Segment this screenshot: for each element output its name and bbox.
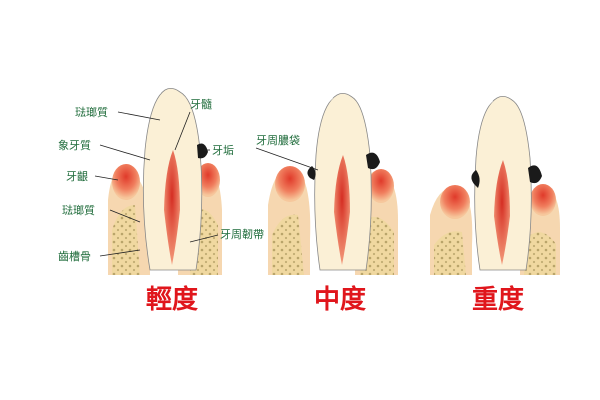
label-alveolar-bone: 齒槽骨	[58, 250, 91, 263]
gum-left	[275, 166, 305, 202]
labels: 琺瑯質 象牙質 牙齦 琺瑯質 齒槽骨 牙髓 牙垢 牙周韌帶 牙周膿袋	[58, 98, 319, 263]
label-pulp: 牙髓	[190, 98, 212, 111]
label-ligament: 牙周韌帶	[220, 227, 264, 241]
caption-mild: 輕度	[146, 284, 198, 315]
panel-moderate	[268, 93, 398, 275]
label-gum: 牙齦	[66, 169, 88, 183]
label-tartar: 牙垢	[212, 144, 234, 157]
tartar	[528, 165, 542, 184]
panel-mild	[108, 88, 222, 275]
gum-left	[112, 164, 140, 200]
tooth-outline-white	[308, 95, 334, 161]
tartar	[366, 152, 380, 170]
label-cementum: 琺瑯質	[62, 203, 95, 217]
gum-right	[530, 184, 556, 216]
gum-left	[440, 185, 470, 219]
caption-severe: 重度	[472, 284, 524, 315]
tooth-outline-white	[136, 90, 162, 151]
label-ivory: 象牙質	[58, 138, 91, 152]
tartar-left	[307, 166, 316, 180]
tooth-outline-white	[468, 98, 494, 166]
caption-moderate: 中度	[314, 284, 366, 315]
label-enamel: 琺瑯質	[75, 105, 108, 119]
pulp	[494, 160, 510, 265]
tartar-left	[471, 170, 480, 188]
panel-severe	[430, 96, 560, 275]
pulp	[334, 155, 350, 265]
tartar	[197, 143, 208, 159]
gum-right	[368, 169, 394, 203]
label-pocket: 牙周膿袋	[256, 133, 300, 147]
pulp	[164, 150, 180, 265]
